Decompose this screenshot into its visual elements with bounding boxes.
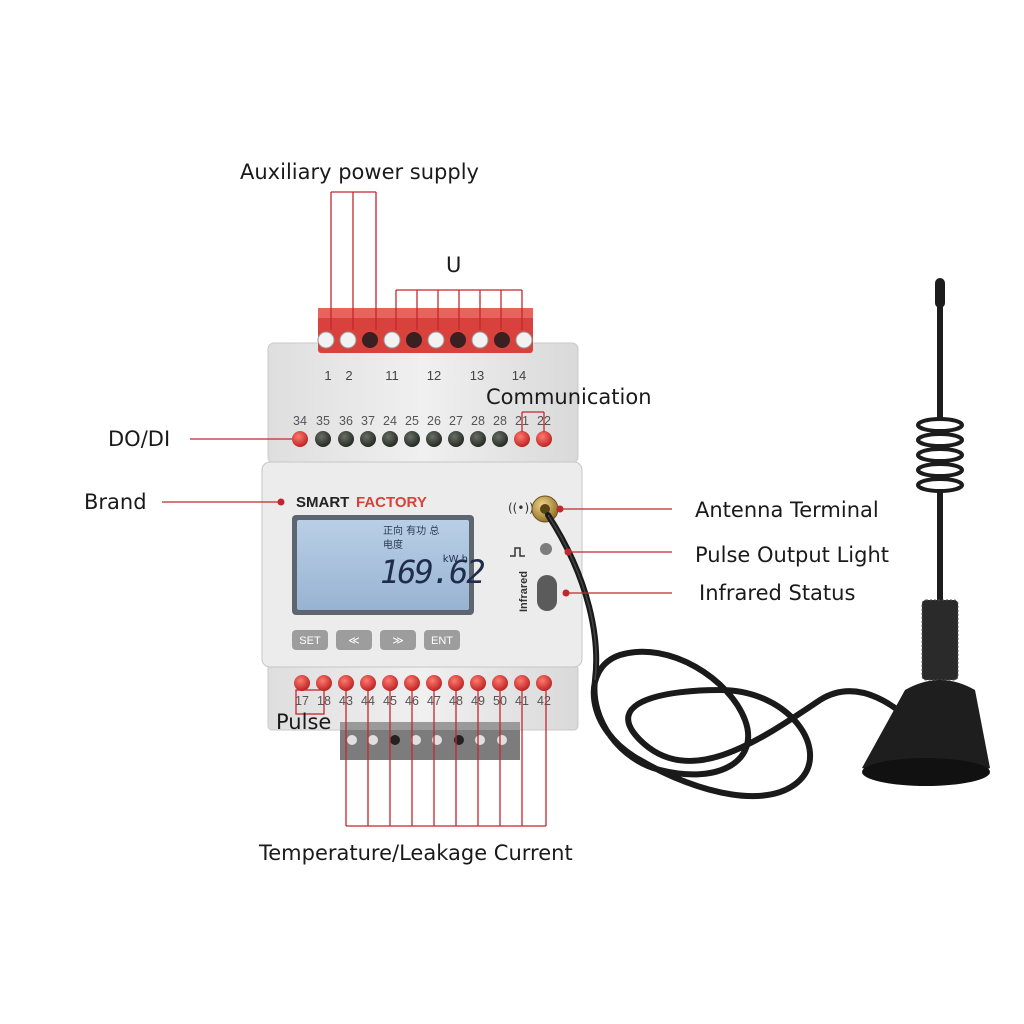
infrared-text: Infrared bbox=[518, 571, 530, 612]
antenna-neck bbox=[922, 600, 958, 680]
top-connector-screws bbox=[317, 331, 533, 349]
label-brand: Brand bbox=[84, 490, 147, 514]
top-num: 14 bbox=[512, 368, 526, 383]
top-num: 1 bbox=[324, 368, 331, 383]
label-auxiliary-power: Auxiliary power supply bbox=[240, 160, 479, 184]
pulse-output-led bbox=[540, 543, 552, 555]
left-button[interactable] bbox=[336, 630, 372, 650]
label-do-di: DO/DI bbox=[108, 427, 170, 451]
upper-num: 35 bbox=[316, 414, 330, 428]
antenna-base bbox=[862, 680, 990, 779]
upper-num: 26 bbox=[427, 414, 441, 428]
label-antenna-terminal: Antenna Terminal bbox=[695, 498, 879, 522]
right-button-label: ≫ bbox=[392, 635, 404, 647]
antenna-coil bbox=[916, 417, 964, 493]
pulse-icon bbox=[510, 547, 525, 557]
front-buttons: SET ≪ ≫ ENT bbox=[292, 630, 460, 650]
antenna-cable bbox=[545, 512, 918, 800]
label-infrared-status: Infrared Status bbox=[699, 581, 855, 605]
lcd-sub-text: 电度 bbox=[383, 538, 403, 551]
upper-num: 24 bbox=[383, 414, 397, 428]
leader-lines bbox=[162, 191, 672, 827]
lcd-unit: kW h bbox=[443, 554, 468, 565]
wireless-icon: ((•)) bbox=[508, 501, 534, 515]
lcd-reading: 169.62 bbox=[380, 553, 484, 591]
upper-num: 28 bbox=[471, 414, 485, 428]
lower-row-screws bbox=[294, 675, 552, 691]
label-pulse-output-light: Pulse Output Light bbox=[695, 543, 889, 567]
upper-num: 28 bbox=[493, 414, 507, 428]
top-num: 2 bbox=[345, 368, 352, 383]
label-voltage: U bbox=[446, 253, 461, 277]
lcd-display: 正向 有功 总 电度 169.62 kW h bbox=[292, 515, 486, 615]
top-num: 11 bbox=[385, 368, 399, 383]
upper-num: 37 bbox=[361, 414, 375, 428]
left-button-label: ≪ bbox=[348, 635, 360, 647]
upper-num: 25 bbox=[405, 414, 419, 428]
top-num: 12 bbox=[427, 368, 441, 383]
ent-button[interactable] bbox=[424, 630, 460, 650]
set-button[interactable] bbox=[292, 630, 328, 650]
lower-num: 42 bbox=[537, 694, 551, 708]
brand-name-part2: FACTORY bbox=[356, 494, 427, 511]
label-pulse: Pulse bbox=[276, 710, 331, 734]
ent-button-label: ENT bbox=[431, 635, 453, 647]
brand-name-part1: SMART bbox=[296, 494, 349, 511]
upper-row-screws bbox=[292, 431, 552, 447]
right-button[interactable] bbox=[380, 630, 416, 650]
top-connector-numbers: 1 2 11 12 13 14 bbox=[324, 368, 526, 383]
lcd-top-text: 正向 有功 总 bbox=[383, 524, 439, 537]
antenna-whip bbox=[937, 300, 943, 420]
set-button-label: SET bbox=[299, 635, 321, 647]
lower-num: 17 bbox=[295, 694, 309, 708]
side-indicators: ((•)) Infrared bbox=[508, 495, 559, 612]
upper-num: 36 bbox=[339, 414, 353, 428]
infrared-window bbox=[537, 575, 557, 611]
upper-num: 34 bbox=[293, 414, 307, 428]
label-temperature-leakage: Temperature/Leakage Current bbox=[258, 841, 573, 865]
top-num: 13 bbox=[470, 368, 484, 383]
antenna bbox=[545, 278, 990, 800]
label-communication: Communication bbox=[486, 385, 652, 409]
upper-num: 27 bbox=[449, 414, 463, 428]
